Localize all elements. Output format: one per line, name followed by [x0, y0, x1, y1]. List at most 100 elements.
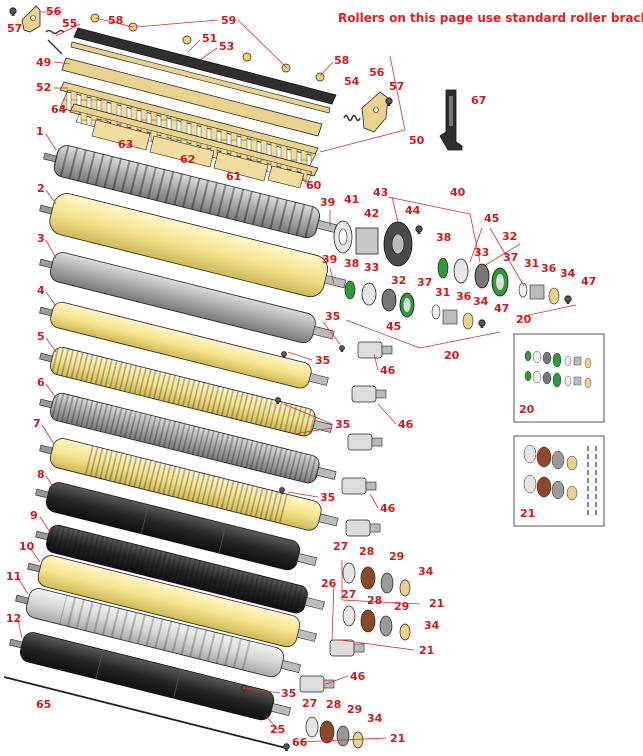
seal-38-upper: [437, 257, 449, 279]
kit-box-21: [513, 435, 605, 527]
callout-65-79: 65: [36, 698, 51, 711]
callout-1-20: 1: [36, 125, 44, 138]
thin-bar-53: [70, 41, 331, 114]
bushing-36-lower: [442, 309, 458, 325]
cap-34-lower: [462, 312, 474, 330]
seal-38-lower: [344, 280, 356, 300]
callout-28-81: 28: [326, 698, 341, 711]
callout-36-44: 36: [456, 290, 472, 303]
callout-56-1: 56: [46, 5, 62, 18]
bearing-33-lower: [361, 282, 377, 306]
callout-32-41: 32: [391, 274, 406, 287]
screw-57-left: [9, 7, 17, 16]
callout-5-54: 5: [37, 330, 45, 343]
callout-21-86: 21: [390, 732, 405, 745]
callout-49-7: 49: [36, 56, 51, 69]
callout-54-10: 54: [344, 75, 360, 88]
top-assembly: [9, 5, 463, 189]
seal-31-lower: [431, 304, 441, 320]
callout-35-51: 35: [325, 310, 340, 323]
callout-45-28: 45: [484, 212, 499, 225]
seal-group-21-a: [342, 562, 411, 597]
roller-10-yellow: [27, 555, 317, 648]
callout-39-22: 39: [320, 196, 335, 209]
callout-58-8: 58: [334, 54, 349, 67]
callout-4-50: 4: [37, 284, 45, 297]
callout-34-67: 34: [418, 565, 434, 578]
kit-box-20: [513, 333, 605, 423]
spring-54: [343, 114, 361, 122]
callout-51-5: 51: [202, 32, 217, 45]
rollers: [3, 145, 347, 751]
seal-group-21-b: [342, 605, 411, 641]
callout-31-33: 31: [524, 257, 539, 270]
roller-11-light-gray: [15, 588, 301, 678]
callout-6-55: 6: [37, 376, 45, 389]
callout-35-57: 35: [335, 418, 350, 431]
callout-9-62: 9: [30, 509, 38, 522]
callout-27-64: 27: [333, 540, 348, 553]
roller-5-yellow-ribbed: [39, 346, 333, 437]
callout-45-48: 45: [386, 320, 401, 333]
callout-44-27: 44: [405, 204, 421, 217]
callout-46-56: 46: [398, 418, 414, 431]
roller-7-yellow-ribbed: [39, 438, 339, 531]
callout-29-82: 29: [347, 703, 362, 716]
callout-34-75: 34: [424, 619, 440, 632]
spring-55: [45, 29, 65, 35]
roller-6-gray-ribbed: [39, 392, 337, 484]
callout-36-34: 36: [541, 262, 557, 275]
callout-35-52: 35: [315, 354, 330, 367]
callout-57-11: 57: [389, 80, 404, 93]
black-bar-51: [73, 27, 337, 105]
callout-20-87: 20: [519, 403, 535, 416]
callout-20-49: 20: [444, 349, 460, 362]
callout-8-60: 8: [37, 468, 45, 481]
callout-46-53: 46: [380, 364, 396, 377]
callout-56-9: 56: [369, 66, 385, 79]
callout-63-16: 63: [118, 138, 133, 151]
shaft-stubs-46: [299, 341, 393, 693]
callout-7-58: 7: [33, 417, 41, 430]
callout-35-78: 35: [281, 687, 296, 700]
rod-65: [3, 676, 287, 749]
roller-1-grooved: [43, 145, 337, 239]
callout-59-4: 59: [221, 14, 236, 27]
callout-60-19: 60: [306, 179, 322, 192]
roller-12-black: [9, 632, 292, 721]
nut-66: [283, 743, 290, 751]
callout-50-15: 50: [409, 134, 425, 147]
callout-29-72: 29: [394, 600, 409, 613]
callout-40-25: 40: [450, 186, 466, 199]
callout-37-32: 37: [503, 251, 518, 264]
callout-39-38: 39: [322, 253, 337, 266]
comb-sections: [91, 119, 305, 189]
callout-38-30: 38: [436, 231, 451, 244]
callout-20-47: 20: [516, 313, 532, 326]
callout-25-84: 25: [270, 723, 285, 736]
callout-21-73: 21: [429, 597, 444, 610]
callout-46-77: 46: [350, 670, 366, 683]
callout-46-61: 46: [380, 502, 396, 515]
callout-34-83: 34: [367, 712, 383, 725]
callout-21-88: 21: [520, 507, 535, 520]
gear-43: [383, 221, 413, 267]
callout-57-0: 57: [7, 22, 22, 35]
callout-27-80: 27: [302, 697, 317, 710]
callout-33-31: 33: [474, 246, 489, 259]
callout-53-6: 53: [219, 40, 234, 53]
callout-41-23: 41: [344, 193, 359, 206]
callout-27-70: 27: [341, 588, 356, 601]
callout-34-45: 34: [473, 295, 489, 308]
callout-12-74: 12: [6, 612, 21, 625]
callout-43-24: 43: [373, 186, 388, 199]
callout-55-2: 55: [62, 17, 77, 30]
callout-61-18: 61: [226, 170, 241, 183]
bearing-32-lower: [381, 288, 397, 312]
callout-11-69: 11: [6, 570, 21, 583]
cap-34-upper: [548, 287, 560, 305]
housing-42: [355, 227, 379, 255]
bearing-33-upper: [453, 258, 469, 284]
